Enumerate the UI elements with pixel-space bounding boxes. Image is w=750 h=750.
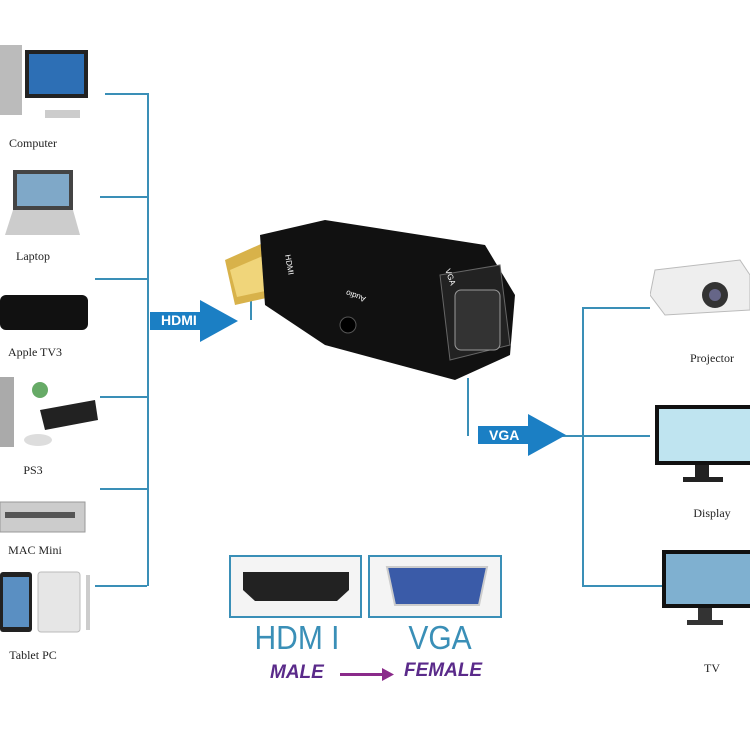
projector-icon <box>650 259 750 316</box>
branch-line <box>95 278 147 280</box>
hdmi-arrow-icon <box>150 300 238 342</box>
apple-tv-icon <box>0 295 88 330</box>
branch-line <box>560 435 650 437</box>
branch-line <box>105 93 147 95</box>
computer-icon <box>0 45 88 118</box>
source-label: Tablet PC <box>9 648 57 662</box>
source-label: MAC Mini <box>8 543 62 557</box>
male-label: MALE <box>270 662 324 683</box>
source-label: PS3 <box>23 463 43 477</box>
game-console-icon <box>0 377 98 447</box>
source-trunk-line <box>147 93 149 586</box>
tv-icon <box>662 550 750 625</box>
branch-line <box>100 196 147 198</box>
output-trunk-line <box>582 307 584 586</box>
branch-line <box>100 488 147 490</box>
display-icon <box>655 405 750 482</box>
hdmi-lead-line <box>250 300 252 320</box>
branch-line <box>95 585 147 587</box>
branch-line <box>100 396 147 398</box>
vga-arrow-label: VGA <box>489 427 520 443</box>
vga-connector-title: VGA <box>408 620 472 657</box>
connector-ports-image <box>229 555 502 618</box>
source-label: Laptop <box>16 249 50 263</box>
vga-arrow-icon <box>478 414 566 456</box>
output-label: Projector <box>690 351 734 365</box>
tablet-icon <box>0 571 90 633</box>
female-label: FEMALE <box>404 660 483 681</box>
output-label: TV <box>704 661 720 675</box>
source-label: Computer <box>9 136 57 150</box>
output-label: Display <box>693 506 731 520</box>
laptop-icon <box>5 170 80 235</box>
hdmi-arrow-label: HDMI <box>161 312 197 328</box>
hdmi-connector-title: HDM I <box>254 620 340 657</box>
mac-mini-icon <box>0 501 86 533</box>
adapter-hdmi-label: HDMI <box>283 254 295 276</box>
branch-line <box>582 585 662 587</box>
source-label: Apple TV3 <box>7 345 63 359</box>
vga-lead-line <box>467 378 469 436</box>
hdmi-vga-adapter-image: HDMI Audio VGA <box>225 220 515 380</box>
branch-line <box>582 307 650 309</box>
arrow-right-icon <box>340 668 394 681</box>
